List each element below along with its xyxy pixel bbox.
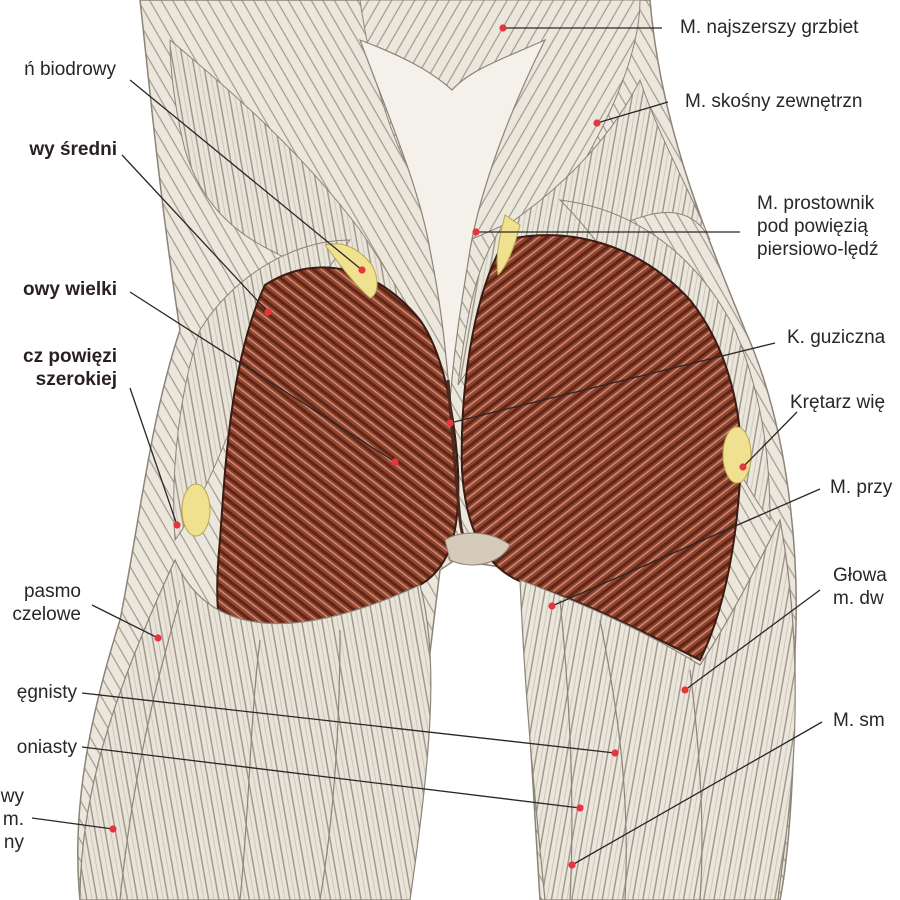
pointer-dot-l1 — [358, 266, 366, 274]
pointer-line-l6 — [81, 692, 616, 754]
pointer-dot-r6 — [548, 602, 556, 610]
label-iliac-crest: ń biodrowy — [24, 59, 116, 80]
label-semitendinosus: M. sm — [833, 710, 885, 731]
pointer-line-r5 — [742, 411, 798, 468]
label-external-oblique: M. skośny zewnętrzn — [685, 91, 863, 112]
iliac-crest-left-tendon — [324, 243, 378, 299]
pointer-dot-l5 — [154, 634, 162, 642]
pointer-dot-r3 — [472, 228, 480, 236]
hamstring-divider-right-3 — [559, 599, 573, 900]
greater-trochanter-right — [722, 426, 752, 484]
hamstring-divider-left-3 — [119, 599, 181, 900]
label-biceps-femoris-left: wy m. ny — [0, 786, 24, 853]
label-adductor: M. przy — [830, 477, 893, 498]
pointer-line-l3 — [129, 291, 396, 463]
hamstring-divider-right-1 — [599, 619, 627, 900]
label-gluteus-medius: wy średni — [29, 139, 117, 160]
label-iliotibial-band: pasmo czelowe — [12, 581, 81, 625]
pointer-dot-l6 — [611, 749, 619, 757]
pointer-line-r2 — [596, 101, 669, 124]
pointer-dot-l8 — [109, 825, 117, 833]
pointer-line-l7 — [81, 746, 581, 809]
anal-region — [444, 532, 511, 566]
pointer-line-l2 — [121, 154, 269, 313]
pointer-dot-l7 — [576, 804, 584, 812]
label-erector-spinae: M. prostownik pod powięzią piersiowo-lęd… — [757, 193, 879, 260]
pointer-dot-r2 — [593, 119, 601, 127]
label-greater-trochanter: Krętarz wię — [790, 392, 886, 413]
hamstring-divider-right-2 — [689, 669, 703, 900]
label-tensor-fasciae-latae: cz powięzi szerokiej — [23, 346, 117, 390]
hamstring-divider-left-1 — [239, 639, 261, 900]
pointer-lines — [31, 27, 823, 866]
pointer-dot-r5 — [739, 463, 747, 471]
thigh-right — [519, 518, 796, 900]
hamstring-divider-left-2 — [319, 629, 341, 900]
pointer-line-l8 — [31, 817, 114, 830]
pointer-dots — [109, 24, 747, 869]
pointer-dot-l3 — [391, 458, 399, 466]
pointer-line-l5 — [91, 604, 159, 639]
pointer-dot-r1 — [499, 24, 507, 32]
pointer-dot-l4 — [173, 521, 181, 529]
pointer-line-l1 — [129, 79, 363, 271]
pointer-dot-r8 — [568, 861, 576, 869]
label-coccyx: K. guziczna — [787, 327, 886, 348]
label-gracilis: ęgnisty — [16, 682, 77, 703]
greater-trochanter-left — [181, 483, 211, 537]
pointer-line-l4 — [129, 387, 178, 526]
pointer-dot-r4 — [446, 419, 454, 427]
pointer-line-r6 — [551, 488, 821, 607]
pointer-dot-r7 — [681, 686, 689, 694]
thoracolumbar-fascia — [358, 38, 547, 401]
label-gluteus-maximus: owy wielki — [23, 279, 117, 300]
label-latissimus-dorsi: M. najszerszy grzbiet — [680, 17, 859, 38]
label-biceps-femoris-head: Głowa m. dw — [833, 565, 887, 609]
pointer-line-r8 — [571, 721, 823, 866]
label-semimembranosus-left: oniasty — [16, 737, 77, 758]
iliac-crest-right-tendon — [496, 214, 521, 277]
pointer-dot-l2 — [264, 308, 272, 316]
pointer-line-r4 — [449, 342, 776, 424]
pointer-line-r7 — [684, 589, 821, 691]
